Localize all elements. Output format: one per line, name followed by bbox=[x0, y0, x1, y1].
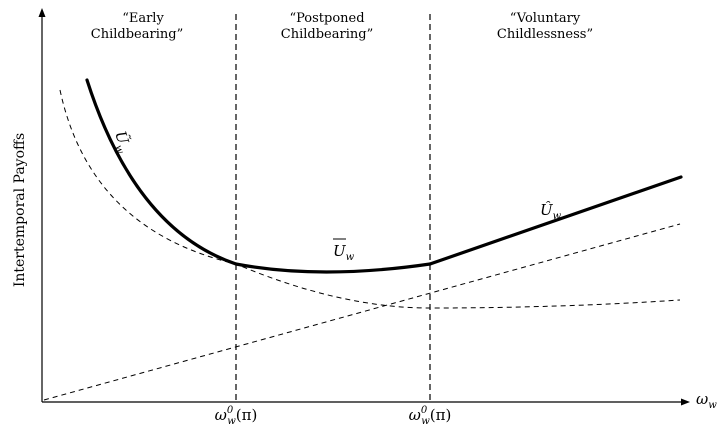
region-label-postponed-line1: “Postponed bbox=[289, 11, 364, 26]
y-axis-label: Intertemporal Payoffs bbox=[12, 133, 28, 287]
curve-label-childless: Ûw bbox=[540, 201, 562, 222]
x-axis-label: ωw bbox=[696, 390, 717, 411]
early-curve-dashed bbox=[59, 89, 681, 309]
childless-line-dashed bbox=[43, 223, 681, 401]
childless-curve-bold bbox=[428, 175, 683, 266]
region-label-postponed-line2: Childbearing” bbox=[281, 27, 373, 42]
early-curve-bold bbox=[85, 78, 238, 266]
region-label-childless-line1: “Voluntary bbox=[510, 11, 581, 26]
region-label-early-line1: “Early bbox=[122, 11, 164, 26]
curve-label-postponed: Uw bbox=[333, 242, 355, 263]
y-axis-arrow bbox=[38, 8, 46, 17]
region-label-childless-line2: Childlessness” bbox=[497, 27, 593, 42]
x-axis-arrow bbox=[681, 398, 690, 406]
region-label-early-line2: Childbearing” bbox=[91, 27, 183, 42]
postponed-curve-bold bbox=[234, 262, 432, 274]
